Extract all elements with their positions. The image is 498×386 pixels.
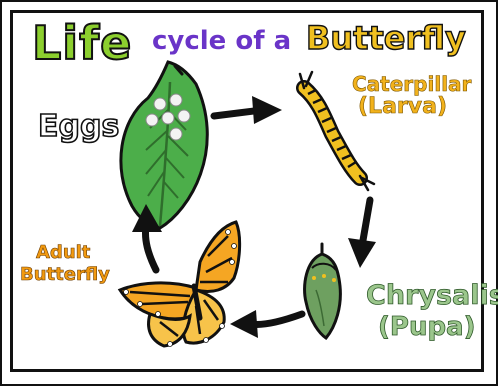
egg: [162, 112, 174, 124]
label-caterpillar: Caterpillar: [352, 74, 471, 94]
title-cycle-of-a: cycle of a: [152, 28, 291, 54]
arrow-eggs-to-caterpillar: [214, 96, 282, 124]
label-eggs: Eggs: [38, 112, 119, 142]
leaf-with-eggs: [121, 62, 207, 228]
arrow-chrysalis-to-adult: [230, 310, 302, 338]
title-life: Life: [32, 20, 132, 66]
label-larva: (Larva): [358, 96, 447, 118]
label-adult: Adult: [36, 244, 90, 262]
egg: [170, 128, 182, 140]
adult-butterfly: [120, 222, 240, 347]
egg: [154, 98, 166, 110]
chrysalis: [305, 244, 341, 338]
label-chrysalis: Chrysalis: [366, 282, 498, 309]
egg: [170, 94, 182, 106]
title-butterfly: Butterfly: [306, 22, 466, 54]
leaf: [121, 62, 207, 228]
egg: [146, 114, 158, 126]
label-pupa: (Pupa): [378, 314, 476, 340]
label-adult-butterfly: Butterfly: [20, 266, 110, 284]
arrow-caterpillar-to-chrysalis: [348, 200, 376, 268]
egg: [178, 110, 190, 122]
